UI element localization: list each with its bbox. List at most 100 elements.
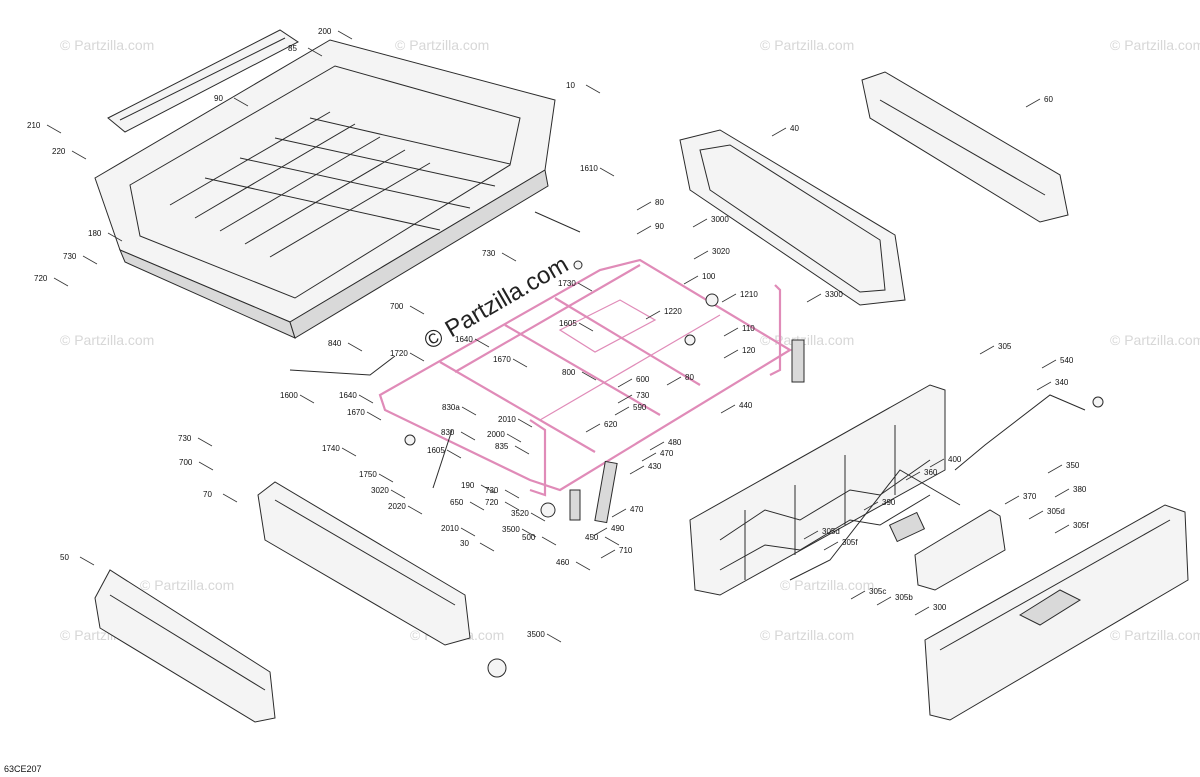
callout-label: 380 (1073, 485, 1087, 494)
leader-line (461, 406, 477, 416)
watermark-text: © Partzilla.com (60, 37, 154, 53)
callout-label: 180 (88, 229, 102, 238)
callout-label: 1640 (339, 391, 357, 400)
callout-label: 305d (822, 527, 840, 536)
leader-line (600, 549, 616, 559)
callout-label: 730 (482, 249, 496, 258)
hardware-parts (404, 260, 1104, 678)
leader-line (723, 327, 739, 337)
leader-line (390, 489, 406, 499)
leader-line (645, 310, 661, 320)
callout-label: 1610 (580, 164, 598, 173)
leader-line (771, 127, 787, 137)
leader-line (629, 465, 645, 475)
leader-line (692, 218, 708, 228)
side-panel-30-part (257, 481, 471, 646)
leader-line (599, 167, 615, 177)
callout-label: 620 (604, 420, 618, 429)
callout-label: 1670 (493, 355, 511, 364)
leader-line (504, 501, 520, 511)
callout-label: 840 (328, 339, 342, 348)
callout-label: 80 (685, 373, 694, 382)
callout-label: 835 (495, 442, 509, 451)
leader-line (649, 441, 665, 451)
leader-line (905, 471, 921, 481)
callout-label: 730 (178, 434, 192, 443)
callout-label: 730 (63, 252, 77, 261)
callout-label: 10 (566, 81, 575, 90)
tailgate-inner-part (689, 384, 946, 596)
callout-label: 305d (1047, 507, 1065, 516)
leader-line (604, 536, 620, 546)
callout-label: 450 (585, 533, 599, 542)
leader-line (460, 527, 476, 537)
leader-line (806, 293, 822, 303)
leader-line (592, 527, 608, 537)
leader-line (197, 437, 213, 447)
leader-line (347, 342, 363, 352)
leader-line (366, 411, 382, 421)
leader-line (1028, 510, 1044, 520)
leader-line (876, 596, 892, 606)
callout-label: 490 (611, 524, 625, 533)
leader-line (723, 349, 739, 359)
leader-lines (46, 30, 1070, 643)
leader-line (409, 352, 425, 362)
callout-label: 470 (630, 505, 644, 514)
callout-label: 1720 (390, 349, 408, 358)
leader-line (460, 431, 476, 441)
tailgate-outer-part (924, 504, 1189, 721)
callout-label: 1740 (322, 444, 340, 453)
leader-line (480, 484, 496, 494)
callout-label: 220 (52, 147, 66, 156)
leader-line (82, 255, 98, 265)
callout-label: 50 (60, 553, 69, 562)
callout-label: 720 (485, 498, 499, 507)
callout-label: 700 (390, 302, 404, 311)
callout-label: 100 (702, 272, 716, 281)
leader-line (409, 305, 425, 315)
watermark-text: © Partzilla.com (1110, 332, 1200, 348)
callout-label: 2010 (441, 524, 459, 533)
callout-label: 305b (895, 593, 913, 602)
callout-label: 2020 (388, 502, 406, 511)
callout-label: 590 (633, 403, 647, 412)
cargo-box-part (94, 39, 556, 339)
callout-label: 3020 (371, 486, 389, 495)
callout-label: 90 (655, 222, 664, 231)
callout-label: 710 (619, 546, 633, 555)
callout-label: 350 (1066, 461, 1080, 470)
leader-line (803, 530, 819, 540)
callout-label: 340 (1055, 378, 1069, 387)
callout-label: 460 (556, 558, 570, 567)
leader-line (578, 322, 594, 332)
callout-label: 730 (485, 486, 499, 495)
leader-line (79, 556, 95, 566)
side-panel-40-part (679, 129, 906, 306)
plug-3500-small-icon (540, 502, 556, 518)
leader-line (546, 633, 562, 643)
leader-line (530, 512, 546, 522)
leader-line (850, 590, 866, 600)
leader-line (863, 501, 879, 511)
leader-line (636, 201, 652, 211)
leader-line (1047, 464, 1063, 474)
callout-label: 700 (179, 458, 193, 467)
callout-label: 730 (636, 391, 650, 400)
leader-line (1025, 98, 1041, 108)
callout-label: 60 (1044, 95, 1053, 104)
callout-label: 3500 (527, 630, 545, 639)
callout-label: 470 (660, 449, 674, 458)
leader-line (307, 47, 323, 57)
callout-label: 1605 (559, 319, 577, 328)
leader-line (666, 376, 682, 386)
callout-label: 370 (1023, 492, 1037, 501)
side-panel-60-part (861, 71, 1069, 223)
leader-line (636, 225, 652, 235)
leader-line (617, 378, 633, 388)
leader-line (107, 232, 123, 242)
leader-line (299, 394, 315, 404)
leader-line (469, 501, 485, 511)
callout-label: 3300 (825, 290, 843, 299)
